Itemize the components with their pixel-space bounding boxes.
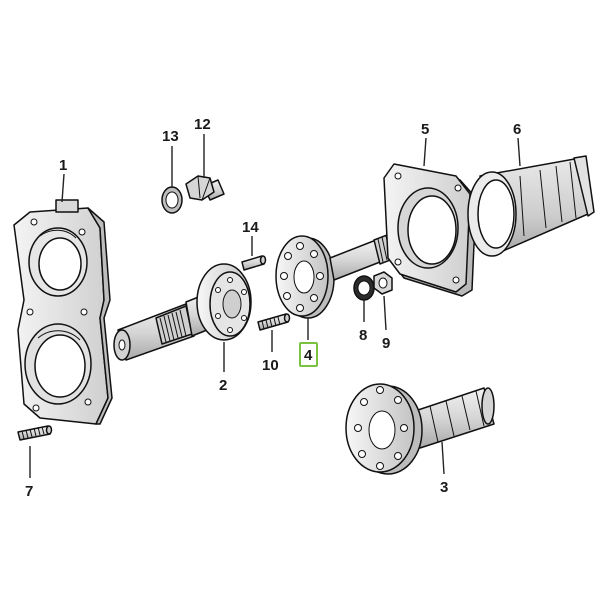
part-13-sealing-washer[interactable] [161,186,183,214]
part-4-coupling-disc[interactable] [275,235,335,319]
part-1-housing-plate[interactable] [13,199,113,425]
callout-8[interactable]: 8 [359,327,367,344]
leader-lines [29,134,521,478]
part-3-pto-stub-shaft[interactable] [345,383,495,475]
callout-5[interactable]: 5 [421,121,429,138]
part-2-flanged-shaft[interactable] [113,263,252,361]
callout-1[interactable]: 1 [59,157,67,174]
callout-4[interactable]: 4 [304,347,313,364]
part-12-hex-plug[interactable] [185,175,225,201]
part-8-bearing-ring[interactable] [353,275,375,301]
part-9-hex-nut[interactable] [373,271,393,295]
part-5-mounting-flange[interactable] [383,163,477,297]
part-6-conical-cover[interactable] [467,155,595,257]
callout-12[interactable]: 12 [194,116,211,133]
callout-3[interactable]: 3 [440,479,448,496]
callout-2[interactable]: 2 [219,377,227,394]
callout-4-highlight [299,342,318,367]
callout-6[interactable]: 6 [513,121,521,138]
callout-10[interactable]: 10 [262,357,279,374]
part-14-dowel-pin[interactable] [241,255,267,271]
part-7-stud-bolt[interactable] [17,425,53,441]
callout-9[interactable]: 9 [382,335,390,352]
callout-7[interactable]: 7 [25,483,33,500]
callout-14[interactable]: 14 [242,219,259,236]
callout-13[interactable]: 13 [162,128,179,145]
part-10-threaded-stud[interactable] [257,313,291,331]
callout-labels: 1 2 3 4 5 6 7 8 9 10 12 13 14 [25,116,521,500]
